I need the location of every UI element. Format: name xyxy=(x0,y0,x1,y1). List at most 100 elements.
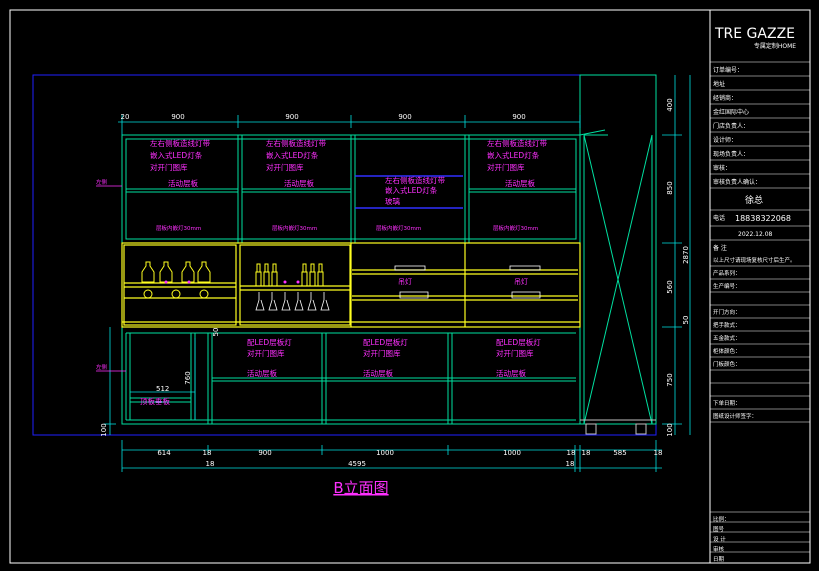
title-block-row: 设 计 xyxy=(713,535,726,543)
hanging-glasses xyxy=(255,265,541,311)
dim-top: 900 xyxy=(512,113,525,121)
lower-movable: 活动层板 xyxy=(363,368,393,378)
leader-lines xyxy=(96,185,126,372)
dim-512: 512 xyxy=(156,385,169,393)
title-block-row: 图纸设计师签字： xyxy=(713,412,757,420)
upper-label-3: 对开门图库 xyxy=(266,162,304,172)
open-shelf-band xyxy=(121,242,581,328)
dim-top: 900 xyxy=(171,113,184,121)
upper-label-1: 左右侧板造线灯带 xyxy=(266,138,326,148)
dim-bottom: 1000 xyxy=(503,449,521,457)
title-block-row: 审核负责人确认： xyxy=(713,178,761,186)
lower-label-1: 配LED层板灯 xyxy=(496,337,541,347)
title-block-row: 现场负责人： xyxy=(713,150,749,158)
wine-bottles xyxy=(141,261,324,299)
title-block-row: 金红国际中心 xyxy=(713,108,749,116)
title-block-row: 门板颜色： xyxy=(713,360,741,368)
dim-bottom: 18 xyxy=(566,460,575,468)
title-block-row: 审核： xyxy=(713,164,731,172)
remark: 以上尺寸请现场复核尺寸后生产。 xyxy=(713,256,796,264)
lower-label-1: 配LED层板灯 xyxy=(247,337,292,347)
upper-label-3: 对开门图库 xyxy=(150,162,188,172)
upper-label-1: 左右侧板造线灯带 xyxy=(487,138,547,148)
glass-shelf xyxy=(355,175,463,209)
dim-right: 2870 xyxy=(682,246,690,264)
logo: TRE GAZZE xyxy=(714,26,795,42)
dim-right: 560 xyxy=(666,280,674,293)
upper-movable: 活动层板 xyxy=(505,178,535,188)
led-markers xyxy=(164,280,300,284)
cup-label: 吊灯 xyxy=(398,277,412,286)
dim-right: 750 xyxy=(666,373,674,386)
cabinet-feet xyxy=(580,419,656,435)
upper-label-2: 嵌入式LED灯条 xyxy=(266,150,319,160)
title-block-border xyxy=(709,9,811,564)
shelf-note: 层板内嵌灯30mm xyxy=(272,224,317,232)
dim-right: 50 xyxy=(682,316,690,325)
title-block-row: 地址 xyxy=(713,80,725,88)
side-panel-label: 顶板垂板 xyxy=(140,396,170,406)
lower-label-2: 对开门图库 xyxy=(363,348,401,358)
title-block-row: 五金款式： xyxy=(713,334,741,342)
lower-movable: 活动层板 xyxy=(496,368,526,378)
dim-bottom: 18 xyxy=(654,449,663,457)
title-block-row: 比例： xyxy=(713,515,730,523)
upper-label-3: 对开门图库 xyxy=(487,162,525,172)
dim-bottom: 18 xyxy=(567,449,576,457)
dim-right: 850 xyxy=(666,181,674,194)
title-block-row: 图号 xyxy=(713,525,725,533)
glass-label-3: 玻璃 xyxy=(385,196,400,206)
dim-right: 400 xyxy=(666,98,674,111)
lower-label-2: 对开门图库 xyxy=(247,348,285,358)
lower-label-2: 对开门图库 xyxy=(496,348,534,358)
client-name: 徐总 xyxy=(745,194,763,206)
upper-label-2: 嵌入式LED灯条 xyxy=(150,150,203,160)
phone-label: 电话 xyxy=(713,214,725,222)
shelf-note: 层板内嵌灯30mm xyxy=(493,224,538,232)
lower-movable: 活动层板 xyxy=(247,368,277,378)
dim-bottom: 18 xyxy=(206,460,215,468)
dim-bottom: 18 xyxy=(203,449,212,457)
dim-bottom: 1000 xyxy=(376,449,394,457)
phone: 18838322068 xyxy=(735,214,791,223)
cup-label: 吊灯 xyxy=(514,277,528,286)
dim-top: 900 xyxy=(285,113,298,121)
shelf-note: 层板内嵌灯30mm xyxy=(156,224,201,232)
title-block-row: 产品系列： xyxy=(713,269,741,277)
dimension-lines xyxy=(104,75,691,472)
dim-top: 900 xyxy=(398,113,411,121)
shelf-note: 层板内嵌灯30mm xyxy=(376,224,421,232)
title-block-row: 开门方向： xyxy=(713,308,741,316)
upper-movable: 活动层板 xyxy=(168,178,198,188)
upper-movable: 活动层板 xyxy=(284,178,314,188)
dim-right: 100 xyxy=(666,423,674,436)
title-block-row: 门店负责人： xyxy=(713,122,749,130)
title-block-row: 经销商： xyxy=(713,94,737,102)
lower-label-1: 配LED层板灯 xyxy=(363,337,408,347)
title-block-row: 柜体颜色： xyxy=(713,347,741,355)
dim-bottom: 585 xyxy=(613,449,626,457)
title-block-row: 日期 xyxy=(713,556,725,563)
left-panel-note: 左侧 xyxy=(96,363,108,371)
glass-label-1: 左右侧板造线灯带 xyxy=(385,175,445,185)
dim-left: 50 xyxy=(212,328,220,337)
remark-label: 备 注 xyxy=(713,244,727,252)
drawing-text-layer: 左右侧板造线灯带嵌入式LED灯条对开门图库活动层板层板内嵌灯30mm左右侧板造线… xyxy=(96,26,810,563)
dim-top: 20 xyxy=(121,113,130,121)
title-block-row: 设计师： xyxy=(713,136,737,144)
upper-label-1: 左右侧板造线灯带 xyxy=(150,138,210,148)
upper-label-2: 嵌入式LED灯条 xyxy=(487,150,540,160)
title-block-row: 生产编号： xyxy=(713,282,741,290)
drawing-title: B立面图 xyxy=(333,479,388,497)
dim-bottom: 4595 xyxy=(348,460,366,468)
logo-sub: 专属定制HOME xyxy=(754,42,796,50)
glass-label-2: 嵌入式LED灯条 xyxy=(385,185,438,195)
date: 2022.12.08 xyxy=(738,231,773,238)
left-top-note: 左侧 xyxy=(96,178,108,186)
dim-bottom: 18 xyxy=(582,449,591,457)
dim-bottom: 900 xyxy=(258,449,271,457)
title-block-row: 把手款式： xyxy=(713,321,741,329)
dim-bottom: 614 xyxy=(157,449,171,457)
title-block-row: 订单编号： xyxy=(713,66,743,74)
